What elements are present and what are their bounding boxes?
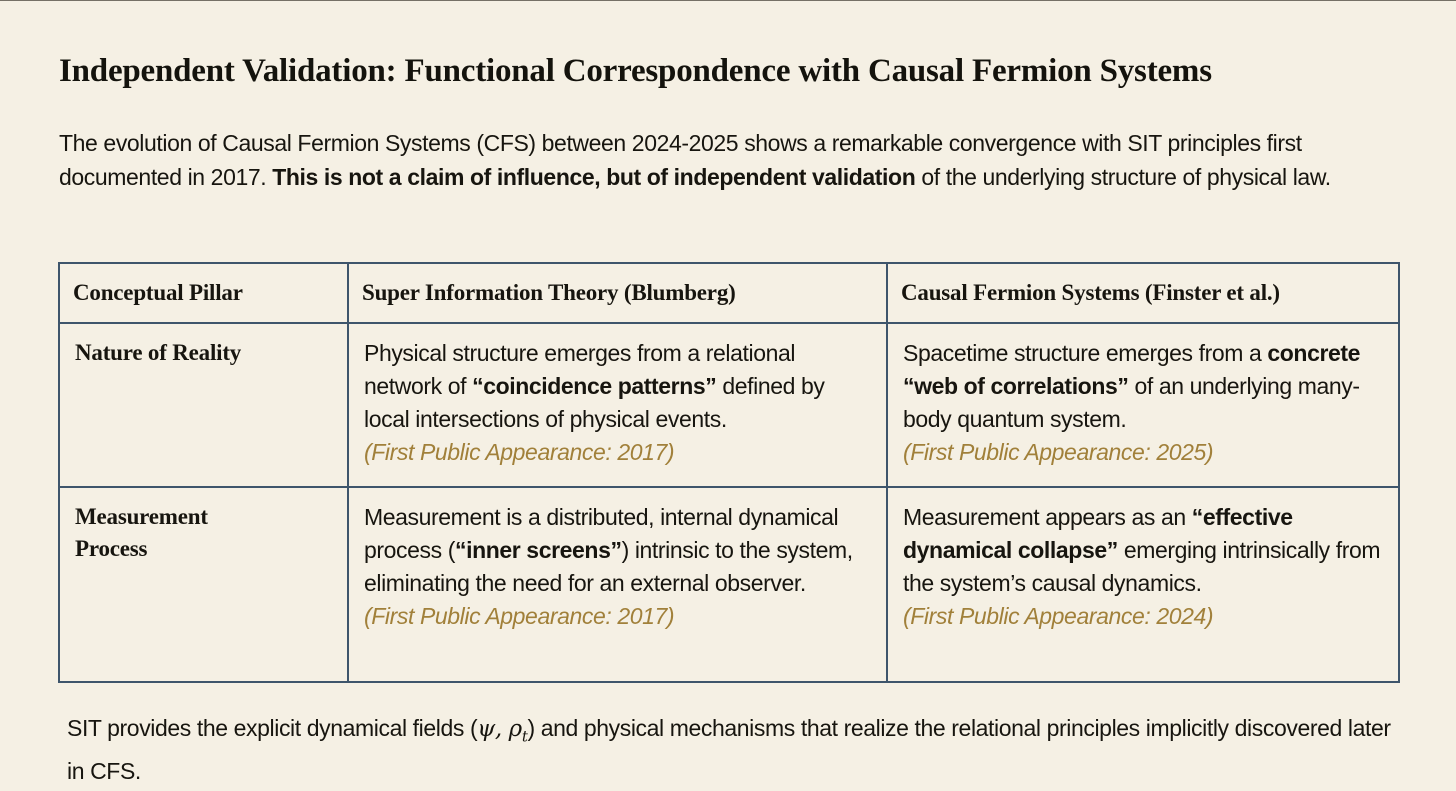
footer-paragraph: SIT provides the explicit dynamical fiel…	[67, 715, 1391, 784]
pillar-cell: Nature of Reality	[58, 322, 349, 488]
sit-appearance-note: (First Public Appearance: 2017)	[364, 439, 675, 465]
cfs-appearance-note: (First Public Appearance: 2024)	[903, 603, 1214, 629]
sit-appearance-note: (First Public Appearance: 2017)	[364, 603, 675, 629]
sit-cell: Measurement is a distributed, internal d…	[347, 486, 888, 683]
table-header-row: Conceptual Pillar Super Information Theo…	[58, 262, 1400, 324]
page-title: Independent Validation: Functional Corre…	[59, 53, 1212, 89]
sit-description: Measurement is a distributed, internal d…	[364, 504, 853, 596]
top-edge-line	[0, 0, 1456, 1]
col-header-sit: Super Information Theory (Blumberg)	[347, 262, 888, 324]
comparison-table: Conceptual Pillar Super Information Theo…	[58, 262, 1400, 683]
cfs-cell: Measurement appears as an “effective dyn…	[886, 486, 1400, 683]
table-row-measurement-process: Measurement Process Measurement is a dis…	[58, 486, 1400, 683]
cfs-description: Spacetime structure emerges from a concr…	[903, 340, 1361, 432]
sit-description: Physical structure emerges from a relati…	[364, 340, 825, 432]
pillar-label: Nature of Reality	[75, 340, 242, 365]
table-row-nature-of-reality: Nature of Reality Physical structure eme…	[58, 322, 1400, 488]
cfs-appearance-note: (First Public Appearance: 2025)	[903, 439, 1214, 465]
cfs-description: Measurement appears as an “effective dyn…	[903, 504, 1381, 596]
col-header-conceptual-pillar: Conceptual Pillar	[58, 262, 349, 324]
pillar-cell: Measurement Process	[58, 486, 349, 683]
sit-cell: Physical structure emerges from a relati…	[347, 322, 888, 488]
col-header-cfs: Causal Fermion Systems (Finster et al.)	[886, 262, 1400, 324]
pillar-label: Measurement Process	[75, 504, 208, 561]
intro-paragraph: The evolution of Causal Fermion Systems …	[59, 130, 1331, 190]
cfs-cell: Spacetime structure emerges from a concr…	[886, 322, 1400, 488]
